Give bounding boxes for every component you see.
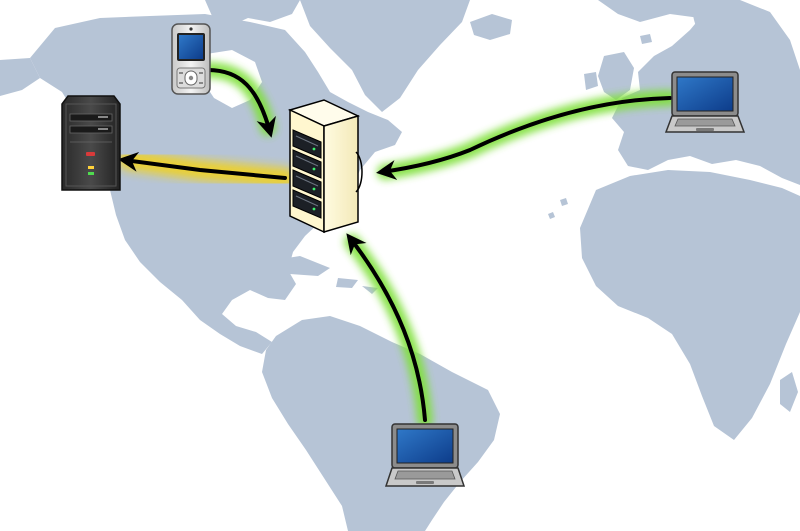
landmass-madagascar: [780, 372, 798, 412]
arrow-europe-laptop-to-rack: [376, 96, 672, 180]
arrow-south-america-laptop-to-rack: [346, 233, 427, 422]
desktop-tower-server-icon: [61, 95, 121, 191]
landmass-scandinavia: [690, 0, 746, 52]
laptop-europe-icon: [664, 71, 746, 133]
mobile-phone-icon: [171, 23, 211, 95]
landmass-caribbean: [262, 256, 378, 294]
arrow-rack-to-desktop: [118, 151, 287, 180]
server-rack-icon: [287, 99, 363, 234]
landmass-alaska: [0, 58, 40, 96]
landmass-africa: [580, 170, 800, 440]
landmass-south-america: [262, 316, 500, 531]
landmass-iceland: [470, 14, 512, 40]
connections: [118, 62, 678, 428]
laptop-south-america-icon: [384, 423, 466, 487]
arrow-phone-to-rack: [206, 68, 276, 138]
landmass-greenland: [300, 0, 470, 112]
landmass-north-america: [30, 14, 402, 354]
landmass-british-isles: [584, 52, 634, 100]
